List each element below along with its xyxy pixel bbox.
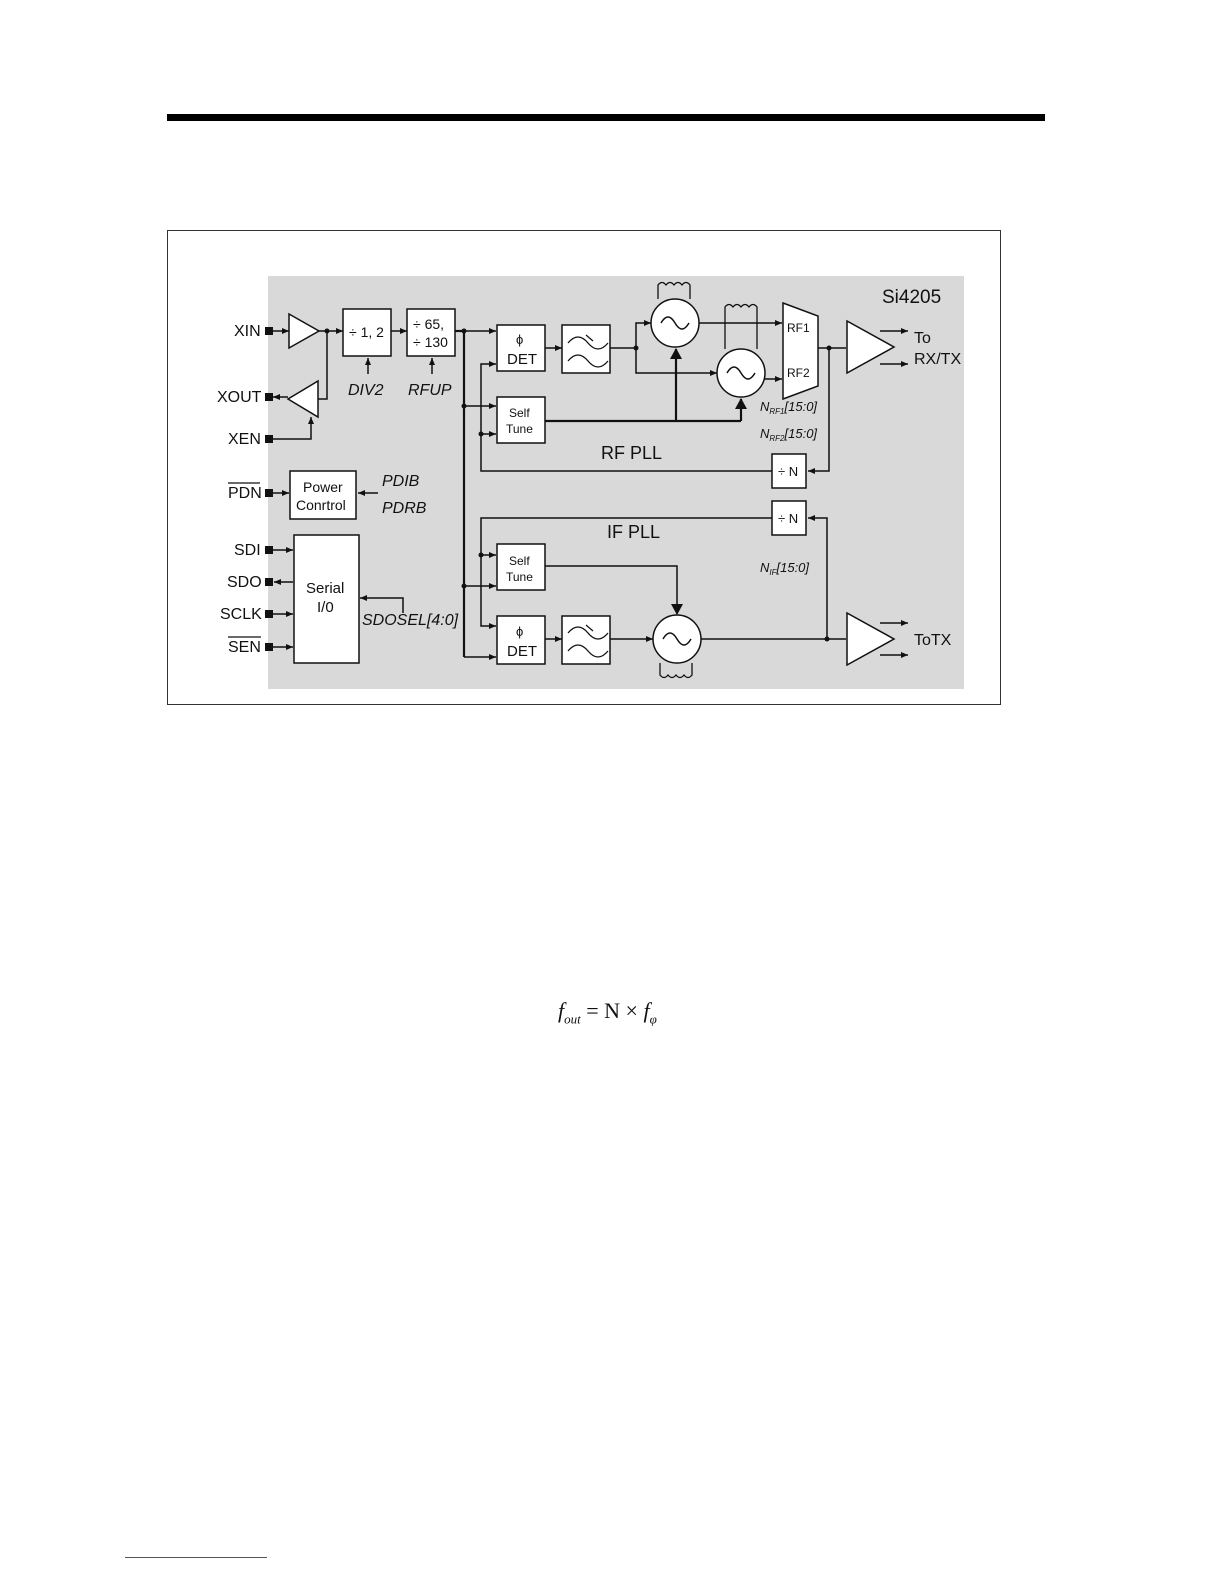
serial-io-text-2: I/0 <box>317 599 334 616</box>
rf-n-divider-text: ÷ N <box>778 464 798 479</box>
si4205-block-diagram: Si4205 XIN XOUT XEN PDN SDI SDO SCLK SEN <box>168 231 1002 706</box>
rf-pll-label: RF PLL <box>601 443 662 463</box>
pin-sen: SEN <box>228 637 273 656</box>
div2-control-label: DIV2 <box>348 382 384 399</box>
if-self-tune: Self Tune <box>497 544 545 590</box>
eq-out-sub: out <box>564 1011 581 1026</box>
rf-det-phi: ϕ <box>516 332 523 347</box>
if-det-phi: ϕ <box>516 624 523 639</box>
rfup-divider-text-1: ÷ 65, <box>413 316 444 332</box>
power-control-block: Power Conrtrol <box>290 471 356 519</box>
if-self-tune-text-2: Tune <box>506 570 533 584</box>
if-loop-filter <box>562 616 610 664</box>
sdosel-control-label: SDOSEL[4:0] <box>362 612 459 629</box>
pin-xout: XOUT <box>217 389 273 406</box>
pin-sdo: SDO <box>227 574 273 591</box>
pin-xen: XEN <box>228 431 273 448</box>
pin-xin-label: XIN <box>234 323 261 340</box>
pin-pdn: PDN <box>228 483 273 502</box>
mux-rf2-label: RF2 <box>787 366 810 380</box>
footer-rule <box>125 1557 267 1558</box>
eq-phi-sub: φ <box>650 1011 657 1026</box>
pin-sdi-label: SDI <box>234 542 261 559</box>
n-rf1-label: NRF1[15:0] <box>760 399 817 416</box>
if-pll-label: IF PLL <box>607 522 660 542</box>
pin-xen-label: XEN <box>228 431 261 448</box>
rf-mux: RF1 RF2 <box>783 303 818 399</box>
if-det-label: DET <box>507 643 537 660</box>
rf-output-label-2: RX/TX <box>914 351 961 368</box>
div2-divider-text: ÷ 1, 2 <box>349 324 384 340</box>
if-n-divider-text: ÷ N <box>778 511 798 526</box>
pin-sclk-label: SCLK <box>220 606 262 623</box>
eq-rhs: = N × <box>586 998 638 1023</box>
rf-output-label-1: To <box>914 330 931 347</box>
output-frequency-equation: fout = N × fφ <box>558 998 657 1027</box>
if-n-divider: ÷ N <box>772 501 806 535</box>
rf-self-tune: Self Tune <box>497 397 545 443</box>
div2-divider-block: ÷ 1, 2 <box>343 309 391 356</box>
if-phase-detector: ϕ DET <box>497 616 545 664</box>
rf-det-label: DET <box>507 351 537 368</box>
rfup-divider-text-2: ÷ 130 <box>413 334 448 350</box>
pin-sen-label: SEN <box>228 639 261 656</box>
mux-rf1-label: RF1 <box>787 321 810 335</box>
rf-phase-detector: ϕ DET <box>497 325 545 371</box>
chip-name: Si4205 <box>882 287 941 308</box>
serial-io-text-1: Serial <box>306 580 344 597</box>
top-rule <box>167 114 1045 121</box>
power-control-text-2: Conrtrol <box>296 497 346 513</box>
pin-sdo-label: SDO <box>227 574 262 591</box>
pin-sclk: SCLK <box>220 606 273 623</box>
pin-xin: XIN <box>234 323 273 340</box>
serial-io-block: Serial I/0 <box>294 535 359 663</box>
rfup-control-label: RFUP <box>408 382 452 399</box>
pdib-control-label: PDIB <box>382 473 420 490</box>
rf-self-tune-text-2: Tune <box>506 422 533 436</box>
rf-loop-filter <box>562 325 610 373</box>
if-self-tune-text-1: Self <box>509 554 530 568</box>
pdrb-control-label: PDRB <box>382 500 427 517</box>
pin-pdn-label: PDN <box>228 485 262 502</box>
rf-n-divider: ÷ N <box>772 454 806 488</box>
n-rf2-label: NRF2[15:0] <box>760 426 817 443</box>
rfup-divider-block: ÷ 65, ÷ 130 <box>407 309 455 356</box>
pin-xout-label: XOUT <box>217 389 262 406</box>
pin-sdi: SDI <box>234 542 273 559</box>
if-output-label: ToTX <box>914 632 952 649</box>
n-if-label: NIF[15:0] <box>760 560 809 577</box>
power-control-text-1: Power <box>303 479 343 495</box>
rf-self-tune-text-1: Self <box>509 406 530 420</box>
block-diagram-figure: Si4205 XIN XOUT XEN PDN SDI SDO SCLK SEN <box>167 230 1001 705</box>
